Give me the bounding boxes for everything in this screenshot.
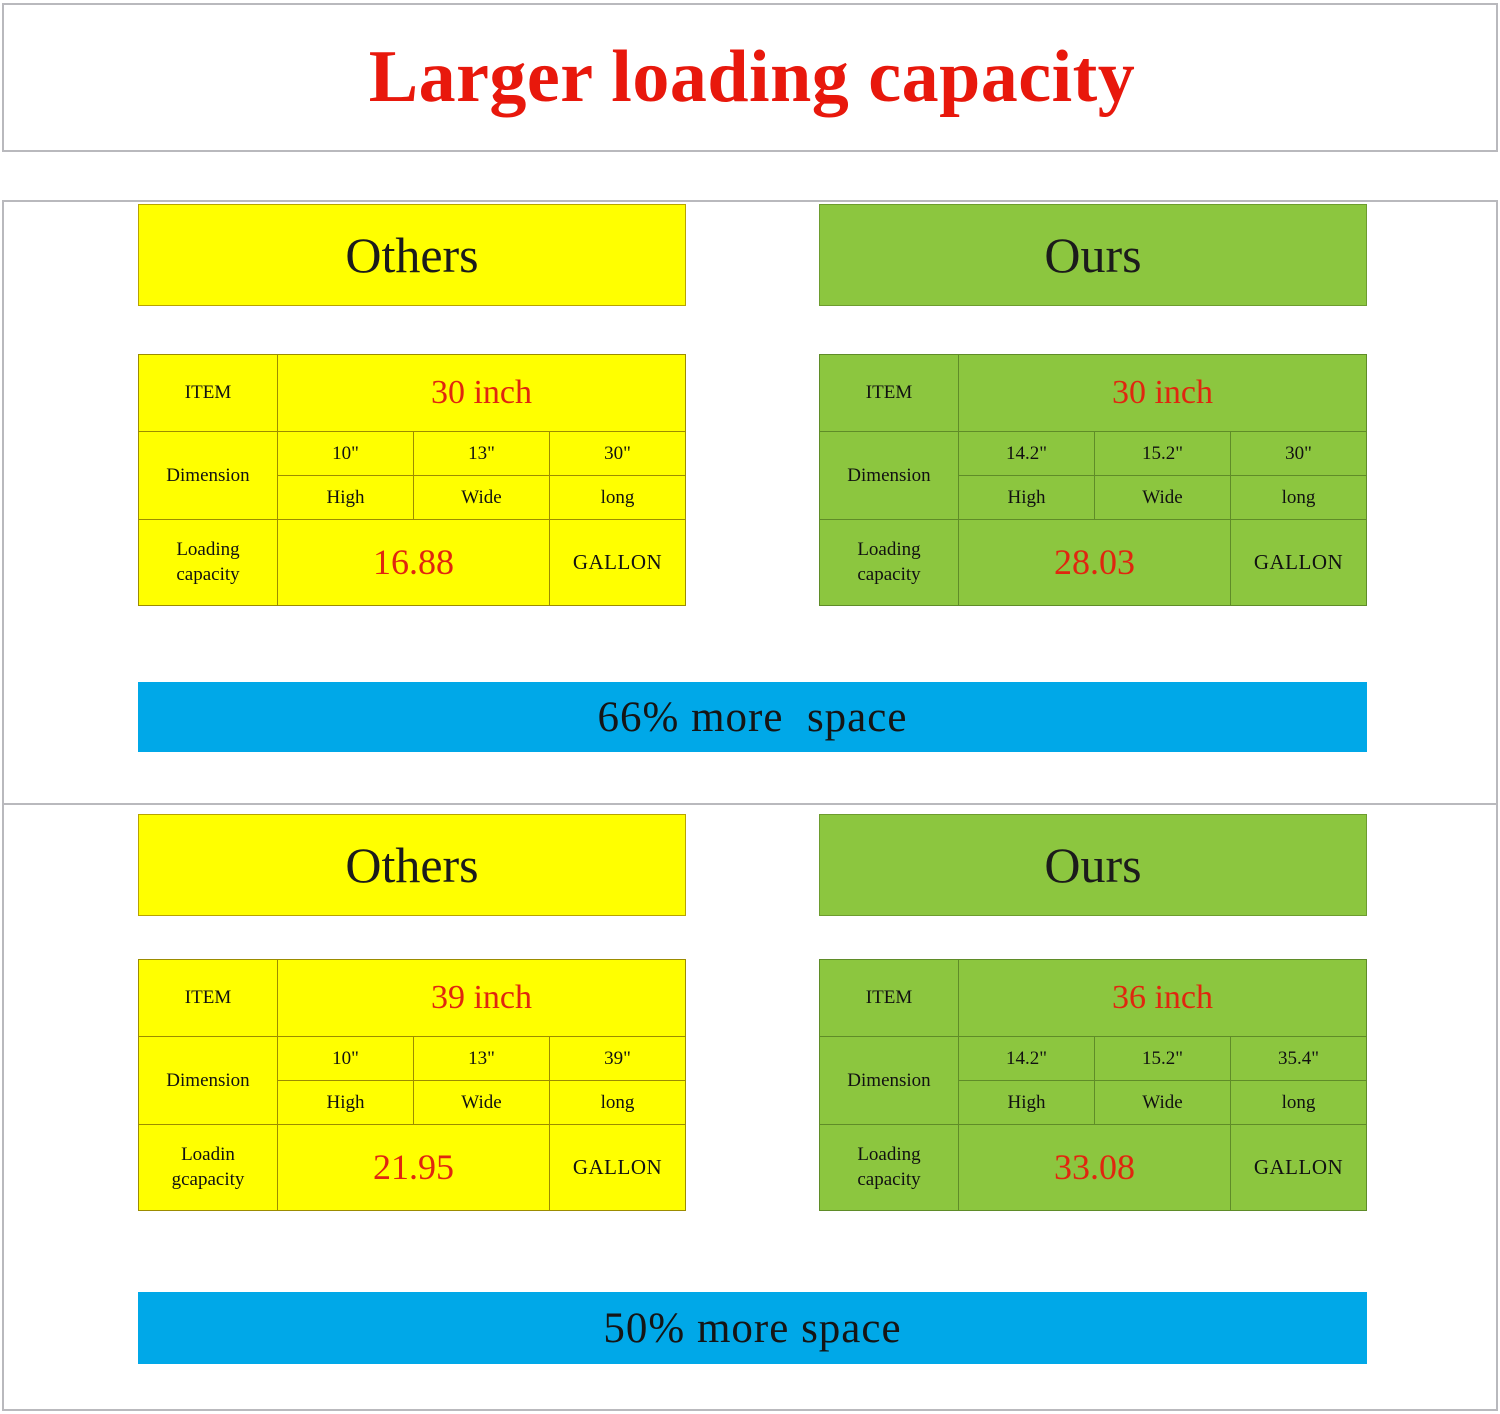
dimension-label: Dimension — [138, 431, 278, 520]
dim-height-name: High — [277, 1080, 414, 1125]
ours-spec-table-wrap-1: ITEM 30 inch Dimension 14.2" 15.2" 30" H… — [819, 353, 1367, 607]
table-row: High Wide long — [820, 475, 1367, 520]
table-row: High Wide long — [139, 475, 686, 520]
dim-height-value: 10" — [277, 431, 414, 477]
others-heading-bar-1: Others — [138, 204, 686, 306]
table-row: Loading capacity 33.08 GALLON — [819, 1123, 1367, 1212]
capacity-unit: GALLON — [549, 1123, 686, 1212]
dim-width-value: 13" — [413, 1036, 550, 1082]
others-heading-label-1: Others — [345, 227, 479, 283]
capacity-value: 21.95 — [277, 1123, 550, 1212]
dim-length-name: long — [549, 475, 686, 520]
dim-height-value: 14.2" — [958, 431, 1095, 477]
others-heading-bar-2: Others — [138, 814, 686, 916]
table-row: ITEM 36 inch — [819, 958, 1367, 1038]
capacity-label-line2: capacity — [857, 564, 921, 586]
capacity-label-line2: capacity — [176, 564, 240, 586]
dim-width-name: Wide — [1094, 475, 1231, 520]
ours-spec-table-wrap-2: ITEM 36 inch Dimension 14.2" 15.2" 35.4"… — [819, 958, 1367, 1212]
dim-length-value: 39" — [549, 1036, 686, 1082]
capacity-unit: GALLON — [1230, 518, 1367, 607]
item-label: ITEM — [138, 353, 278, 433]
comparison-body-frame: Others Ours ITEM 30 inch Dimension 10" 1… — [2, 200, 1498, 1411]
capacity-label-line1: Loading — [857, 538, 921, 560]
table-row: High Wide long — [820, 1080, 1367, 1125]
dim-height-value: 10" — [277, 1036, 414, 1082]
item-label: ITEM — [819, 958, 959, 1038]
ours-heading-label-1: Ours — [1044, 227, 1142, 283]
ours-heading-label-2: Ours — [1044, 837, 1142, 893]
capacity-label-line1: Loading — [176, 538, 240, 560]
item-value: 30 inch — [958, 353, 1367, 433]
item-value: 36 inch — [958, 958, 1367, 1038]
item-value: 39 inch — [277, 958, 686, 1038]
dimension-label: Dimension — [138, 1036, 278, 1125]
dim-length-value: 35.4" — [1230, 1036, 1367, 1082]
dim-length-name: long — [549, 1080, 686, 1125]
table-row: Dimension 10" 13" 39" — [138, 1036, 686, 1125]
table-row: ITEM 30 inch — [138, 353, 686, 433]
more-space-banner-2: 50% more space — [138, 1292, 1367, 1364]
others-spec-table-1: ITEM 30 inch Dimension 10" 13" 30" High … — [138, 353, 686, 607]
dim-length-value: 30" — [1230, 431, 1367, 477]
dimension-label: Dimension — [819, 1036, 959, 1125]
page-title: Larger loading capacity — [368, 36, 1136, 118]
dim-height-name: High — [958, 1080, 1095, 1125]
capacity-unit: GALLON — [549, 518, 686, 607]
capacity-unit: GALLON — [1230, 1123, 1367, 1212]
dim-length-name: long — [1230, 475, 1367, 520]
others-heading-label-2: Others — [345, 837, 479, 893]
item-label: ITEM — [819, 353, 959, 433]
table-row: ITEM 30 inch — [819, 353, 1367, 433]
dim-width-value: 13" — [413, 431, 550, 477]
dim-width-value: 15.2" — [1094, 431, 1231, 477]
section-divider — [4, 803, 1496, 805]
capacity-value: 16.88 — [277, 518, 550, 607]
capacity-label-line2: gcapacity — [171, 1169, 245, 1191]
capacity-label: Loading capacity — [819, 518, 959, 607]
dim-height-name: High — [958, 475, 1095, 520]
dim-length-name: long — [1230, 1080, 1367, 1125]
others-spec-table-wrap-1: ITEM 30 inch Dimension 10" 13" 30" High … — [138, 353, 686, 607]
capacity-label-line2: capacity — [857, 1169, 921, 1191]
item-value: 30 inch — [277, 353, 686, 433]
dim-height-value: 14.2" — [958, 1036, 1095, 1082]
table-row: Dimension 14.2" 15.2" 35.4" — [819, 1036, 1367, 1125]
table-row: ITEM 39 inch — [138, 958, 686, 1038]
capacity-value: 33.08 — [958, 1123, 1231, 1212]
table-row: Dimension 14.2" 15.2" 30" — [819, 431, 1367, 520]
ours-heading-bar-1: Ours — [819, 204, 1367, 306]
ours-heading-bar-2: Ours — [819, 814, 1367, 916]
dim-length-value: 30" — [549, 431, 686, 477]
title-frame: Larger loading capacity — [2, 3, 1498, 152]
table-row: High Wide long — [139, 1080, 686, 1125]
capacity-label: Loadin gcapacity — [138, 1123, 278, 1212]
dim-height-name: High — [277, 475, 414, 520]
more-space-banner-1: 66% more space — [138, 682, 1367, 752]
dim-width-name: Wide — [413, 1080, 550, 1125]
others-spec-table-wrap-2: ITEM 39 inch Dimension 10" 13" 39" High … — [138, 958, 686, 1212]
table-row: Loadin gcapacity 21.95 GALLON — [138, 1123, 686, 1212]
table-row: Loading capacity 16.88 GALLON — [138, 518, 686, 607]
dim-width-name: Wide — [1094, 1080, 1231, 1125]
others-spec-table-2: ITEM 39 inch Dimension 10" 13" 39" High … — [138, 958, 686, 1212]
ours-spec-table-1: ITEM 30 inch Dimension 14.2" 15.2" 30" H… — [819, 353, 1367, 607]
ours-spec-table-2: ITEM 36 inch Dimension 14.2" 15.2" 35.4"… — [819, 958, 1367, 1212]
dimension-label: Dimension — [819, 431, 959, 520]
item-label: ITEM — [138, 958, 278, 1038]
more-space-banner-label-2: 50% more space — [603, 1304, 902, 1352]
capacity-label: Loading capacity — [138, 518, 278, 607]
dim-width-value: 15.2" — [1094, 1036, 1231, 1082]
more-space-banner-label-1: 66% more space — [597, 693, 908, 741]
capacity-label-line1: Loadin — [181, 1143, 235, 1165]
table-row: Dimension 10" 13" 30" — [138, 431, 686, 520]
capacity-label-line1: Loading — [857, 1143, 921, 1165]
capacity-label: Loading capacity — [819, 1123, 959, 1212]
dim-width-name: Wide — [413, 475, 550, 520]
capacity-value: 28.03 — [958, 518, 1231, 607]
table-row: Loading capacity 28.03 GALLON — [819, 518, 1367, 607]
